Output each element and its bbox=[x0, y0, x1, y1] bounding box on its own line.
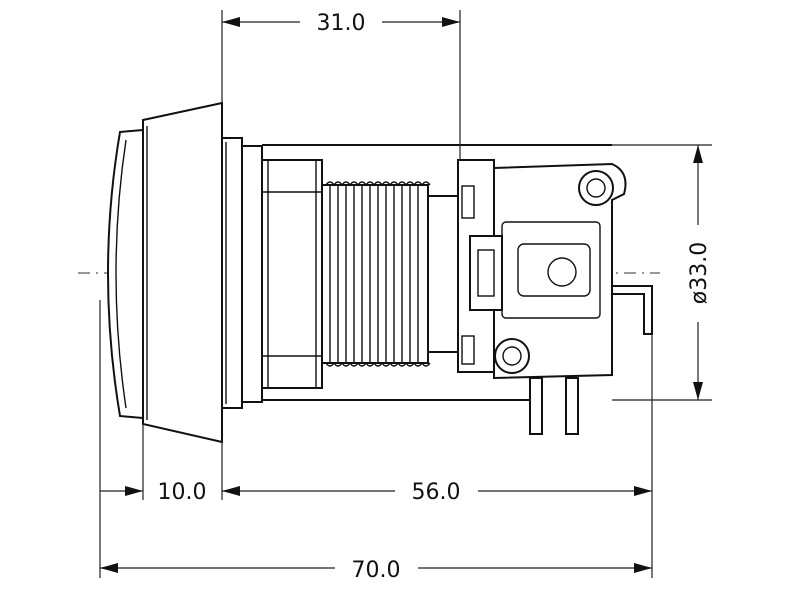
thread-crest bbox=[365, 181, 375, 186]
thread-crest bbox=[341, 362, 351, 367]
hex-nut bbox=[261, 159, 323, 389]
dimension-overall: 70.0 bbox=[100, 558, 652, 583]
thread-crest bbox=[325, 362, 335, 367]
barrel-collar bbox=[427, 195, 461, 353]
thread-crest bbox=[405, 181, 415, 186]
thread-crest bbox=[341, 181, 351, 186]
dimension-body: 56.0 bbox=[222, 480, 652, 505]
thread-crest bbox=[357, 362, 367, 367]
thread-crest bbox=[373, 362, 383, 367]
thread-crest bbox=[389, 362, 399, 367]
thread-crest bbox=[349, 362, 359, 367]
button-cap bbox=[107, 128, 144, 420]
body-envelope bbox=[262, 144, 462, 401]
dimension-bezel: 10.0 bbox=[100, 480, 206, 505]
thread-crest bbox=[397, 181, 407, 186]
thread-crest bbox=[421, 181, 431, 186]
dimension-bezel-label: 10.0 bbox=[158, 480, 207, 505]
thread-crest bbox=[413, 181, 423, 186]
thread-crest bbox=[405, 362, 415, 367]
thread-crest bbox=[373, 181, 383, 186]
flange bbox=[221, 137, 263, 409]
dimension-diameter-label: ø33.0 bbox=[687, 242, 712, 304]
thread-crest bbox=[381, 181, 391, 186]
thread-crest bbox=[357, 181, 367, 186]
thread-crest bbox=[413, 362, 423, 367]
thread-crest bbox=[333, 181, 343, 186]
extension-lines bbox=[99, 10, 712, 578]
dimension-diameter: ø33.0 bbox=[687, 145, 712, 400]
thread-crest bbox=[333, 362, 343, 367]
thread-crest bbox=[365, 362, 375, 367]
thread-crest bbox=[421, 362, 431, 367]
thread-crest bbox=[381, 362, 391, 367]
dimension-body-label: 56.0 bbox=[412, 480, 461, 505]
dimension-overall-label: 70.0 bbox=[352, 558, 401, 583]
thread-crest bbox=[397, 362, 407, 367]
threaded-barrel bbox=[321, 181, 431, 367]
dimension-top-label: 31.0 bbox=[317, 11, 366, 36]
dimension-top: 31.0 bbox=[222, 11, 460, 36]
thread-crest bbox=[325, 181, 335, 186]
thread-crest bbox=[389, 181, 399, 186]
bezel bbox=[142, 101, 223, 444]
thread-crest bbox=[349, 181, 359, 186]
micro-switch bbox=[457, 159, 653, 435]
